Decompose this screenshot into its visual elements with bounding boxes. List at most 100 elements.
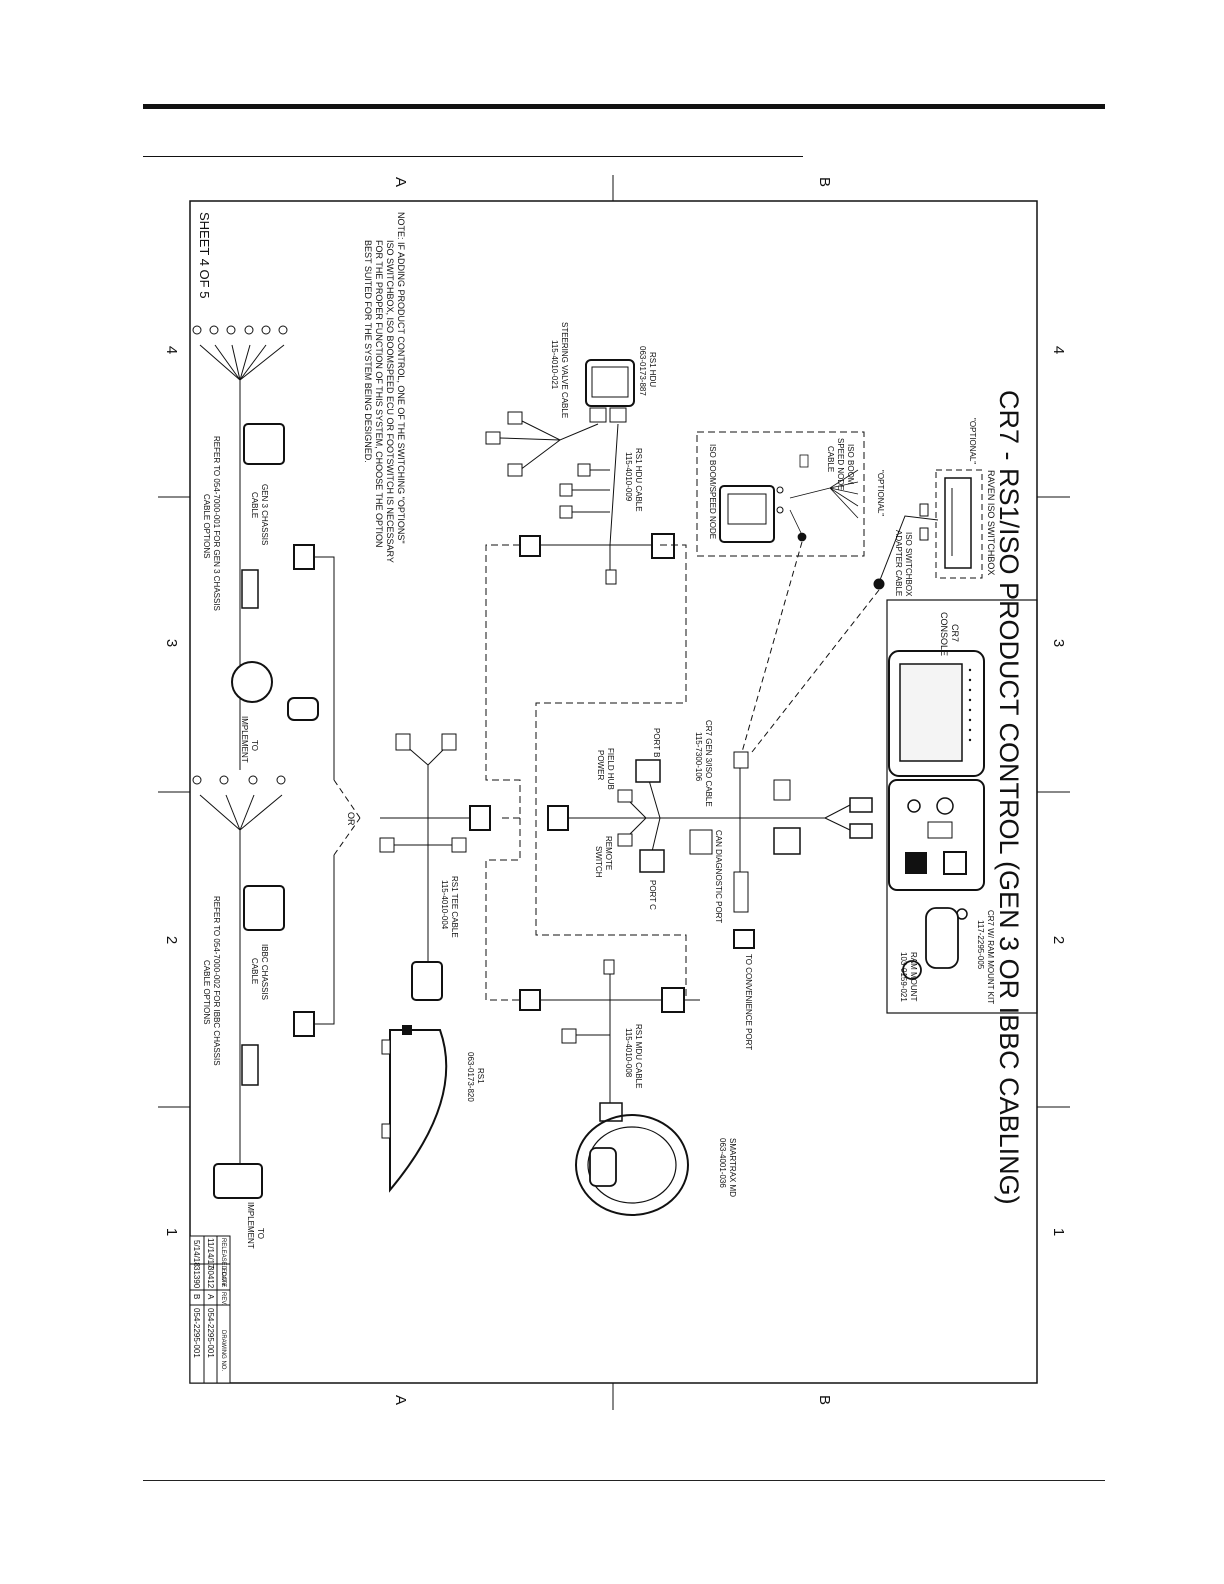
rs1-hdu-cable-part: 115-4010-009 [624,452,633,502]
revision-row-1-drawing: 054-2295-001 [206,1308,215,1358]
cr7-console-rear-panel [888,779,985,891]
to-convenience-port-label: TO CONVENIENCE PORT [744,954,753,1050]
rs1-hdu-cable-label: RS1 HDU CABLE [634,448,643,512]
cr7-kit-outline [886,599,1038,1014]
cr7-gen3-iso-cable-label: CR7 GEN 3/ISO CABLE [704,720,713,807]
zone-number-2-left: 2 [163,936,180,944]
revision-header-date: RELEASED DATE [220,1238,226,1287]
switchbox-optional-outline [935,469,983,579]
zone-number-4-right: 4 [1050,346,1067,354]
revision-header-drawing: DRAWING NO. [220,1330,226,1371]
port-b-label: PORT B [652,728,661,758]
cr7-console-label-2: CONSOLE [939,612,949,656]
rs1-tee-cable [379,733,491,1001]
smartrax-md [575,1114,689,1216]
sheet-title: CR7 - RS1/ISO PRODUCT CONTROL (GEN 3 OR … [994,390,1024,1205]
cr7-ram-mount-kit-part: 117-2295-005 [976,920,985,970]
rs1-mdu-cable [519,959,700,1122]
revision-row-2-drawing: 054-2295-001 [192,1308,201,1358]
raven-iso-switchbox [944,477,972,569]
option-leader-lines [741,541,880,753]
optional-label-switchbox: "OPTIONAL" [968,418,977,464]
or-label: OR [346,812,356,826]
zone-number-2-right: 2 [1050,936,1067,944]
revision-table: RELEASED DATE ECO # REV. DRAWING NO. 11/… [189,1235,231,1384]
design-note: NOTE: IF ADDING PRODUCT CONTROL, ONE OF … [363,212,406,563]
rs1-hdu-cable [519,423,675,585]
header-rule [143,104,1105,109]
steering-valve-cable-part: 115-4010-021 [550,340,559,390]
svg-text:ISO SWITCHBOX, ISO BOOMSPEED E: ISO SWITCHBOX, ISO BOOMSPEED ECU OR FOOT… [385,240,395,563]
iso-boom-speed-cable-label-1: ISO BOOM [846,444,855,485]
dashed-interconnect [485,544,700,1001]
rs1-mdu-cable-label: RS1 MDU CABLE [634,1024,643,1088]
to-implement-2-label-1: TO [256,1228,265,1239]
can-diagnostic-port-label: CAN DIAGNOSTIC PORT [714,830,723,923]
smartrax-md-part: 063-4001-036 [718,1138,727,1188]
to-implement-1-label-2: IMPLEMENT [240,716,249,763]
rs1-label: RS1 [476,1068,485,1084]
svg-text:BEST SUITED FOR THE SYSTEM BEI: BEST SUITED FOR THE SYSTEM BEING DESIGNE… [363,240,373,463]
zone-number-3-left: 3 [163,639,180,647]
header-subrule [143,156,803,157]
cr7-gen3-iso-cable [547,751,873,949]
cr7-console-label-1: CR7 [950,624,960,642]
svg-text:NOTE: IF ADDING PRODUCT CONTRO: NOTE: IF ADDING PRODUCT CONTROL, ONE OF … [396,212,406,544]
rs1-hdu-label: RS1 HDU [648,352,657,387]
rs1-tee-cable-label: RS1 TEE CABLE [450,876,459,938]
zone-number-4-left: 4 [163,346,180,354]
ram-mount-icon [902,907,968,980]
svg-text:FOR THE PROPER FUNCTION OF THI: FOR THE PROPER FUNCTION OF THIS SYSTEM, … [374,240,384,548]
cr7-console [888,650,985,777]
remote-switch-label-1: REMOTE [604,836,613,870]
steering-valve-cable [485,411,599,477]
ibbc-chassis-cable-label-1: IBBC CHASSIS [260,944,269,1000]
rs1-tee-cable-part: 115-4010-004 [440,880,449,930]
revision-row-2-date: 5/14/18 [192,1240,201,1267]
iso-boom-speed-cable-label-3: CABLE [826,446,835,472]
ram-mount-label: RAM MOUNT [909,952,918,1001]
field-hub-power-label-1: FIELD HUB [606,748,615,790]
revision-header-rev: REV. [220,1292,226,1306]
zone-number-1-left: 1 [163,1228,180,1236]
revision-row-1-date: 11/14/17 [206,1238,215,1269]
raven-iso-switchbox-label: RAVEN ISO SWITCHBOX [986,470,996,575]
gen3-ring-terminals [192,325,288,335]
iso-switchbox-adapter-label-2: ADAPTER CABLE [894,530,903,596]
footer-rule [143,1480,1105,1481]
cr7-ram-mount-kit-label: CR7 W/ RAM MOUNT KIT [986,910,995,1004]
rs1-receiver [381,1025,448,1193]
ibbc-chassis-cable [199,794,335,1199]
gen3-chassis-cable-label-2: CABLE [250,492,259,518]
gen3-refer-label-2: CABLE OPTIONS [202,494,211,558]
zone-letter-b-top: B [816,177,833,187]
gen3-chassis-cable [199,344,335,780]
remote-switch-label-2: SWITCH [594,846,603,878]
revision-row-1-rev: A [206,1294,215,1300]
boom-speed-node-cable [789,454,859,542]
ibbc-refer-label-1: REFER TO 054-7000-002 FOR IBBC CHASSIS [212,896,221,1066]
optional-label-boom-speed: "OPTIONAL" [876,470,885,516]
iso-switchbox-adapter-label-1: ISO SWITCHBOX [904,532,913,597]
to-implement-2-label-2: IMPLEMENT [246,1202,255,1249]
field-hub-power-label-2: POWER [596,750,605,780]
zone-letter-a-bottom: A [392,1395,409,1405]
revision-row-2-eco: 31390 [192,1266,201,1289]
smartrax-md-label: SMARTRAX MD [728,1138,737,1197]
ibbc-ring-terminals [192,775,286,785]
steering-valve-cable-label: STEERING VALVE CABLE [560,322,569,418]
zone-number-1-right: 1 [1050,1228,1067,1236]
switchbox-adapter-cable [873,503,939,590]
revision-row-2-rev: B [192,1294,201,1299]
revision-header-eco: ECO # [220,1268,226,1287]
port-c-label: PORT C [648,880,657,910]
boom-speed-optional-outline [696,431,865,557]
iso-boom-speed-node-label: ISO BOOM/SPEED NODE [708,444,717,539]
rs1-hdu [585,359,635,423]
zone-number-3-right: 3 [1050,639,1067,647]
rs1-part: 063-0173-820 [466,1052,475,1102]
ibbc-refer-label-2: CABLE OPTIONS [202,960,211,1024]
sheet-number: SHEET 4 OF 5 [197,212,212,298]
rs1-hdu-part: 063-0173-887 [638,346,647,396]
